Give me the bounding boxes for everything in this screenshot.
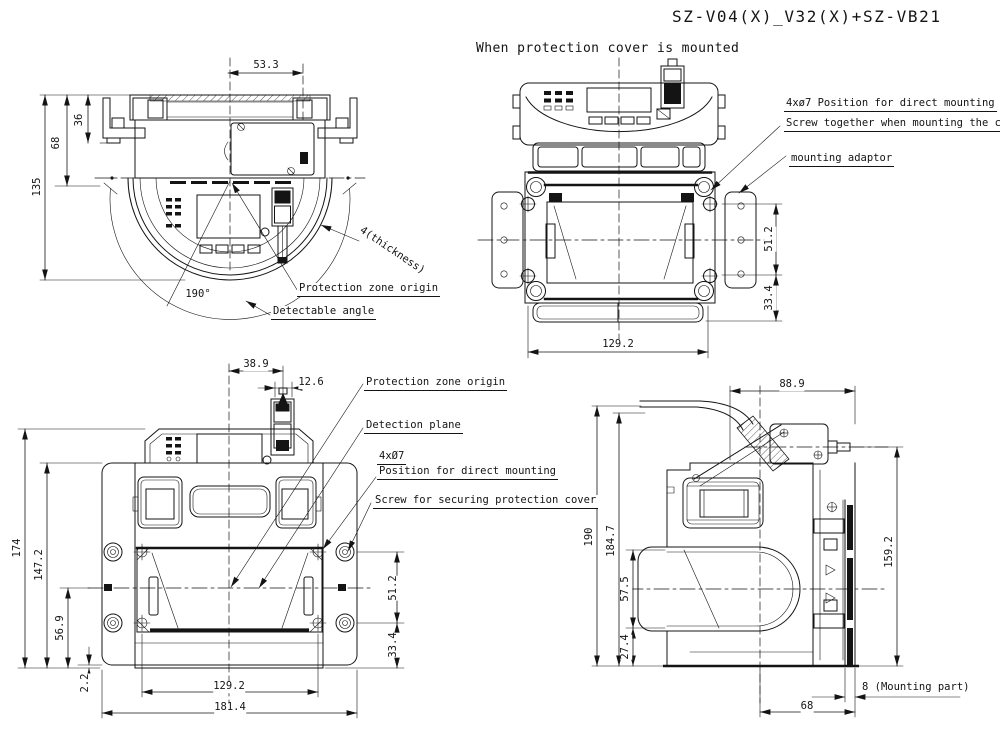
rear-view-dim-lower-height: 56.9 — [54, 615, 67, 641]
adaptor-plate — [101, 462, 358, 666]
rear-view-dim-plate-offset: 2.2 — [79, 673, 92, 693]
side-view-dim-total-height: 190 — [583, 527, 596, 547]
callout-direct-mounting-rear: Position for direct mounting — [377, 465, 559, 480]
rear-view-dimensions — [17, 365, 405, 719]
callout-hole-spec: 4xØ7 — [377, 450, 407, 465]
side-view-dim-body-height: 184.7 — [605, 525, 618, 557]
cable — [639, 400, 790, 487]
top-connector-plug — [660, 58, 685, 109]
top-view-dim-total-height: 135 — [31, 177, 44, 197]
rear-view-dim-total-height: 174 — [11, 538, 24, 558]
callout-direct-mounting-front: 4xø7 Position for direct mounting — [784, 97, 997, 112]
side-view-dim-bottom-offset: 27.4 — [619, 634, 632, 660]
callout-detection-plane: Detection plane — [364, 419, 463, 434]
adaptor-wing-left — [102, 97, 146, 144]
side-view-dimensions — [591, 385, 961, 718]
callout-protection-zone-origin-rear: Protection zone origin — [364, 376, 508, 391]
drawing-subtitle: When protection cover is mounted — [476, 41, 740, 56]
callout-mounting-adaptor: mounting adaptor — [789, 152, 895, 167]
front-view-dimensions — [527, 125, 787, 359]
protection-cover-dome — [127, 177, 333, 281]
rear-view-dim-connector-width: 12.6 — [298, 376, 324, 389]
rear-view-dim-hole-span-v: 51.2 — [387, 575, 400, 601]
adaptor-wing-right — [317, 97, 358, 144]
panel-buttons — [588, 116, 651, 125]
top-view — [39, 57, 366, 320]
led-indicators — [543, 91, 574, 111]
top-view-dim-mid-height: 68 — [50, 136, 63, 150]
front-view-dim-bottom-offset: 33.4 — [763, 285, 776, 311]
top-view-dim-detectable-angle: 190° — [185, 288, 211, 301]
rear-view-dim-origin-offset: 38.9 — [243, 358, 269, 371]
front-view-dim-hole-span-v: 51.2 — [763, 226, 776, 252]
front-view-with-cover — [477, 57, 787, 359]
front-view-dim-hole-span-h: 129.2 — [602, 338, 634, 351]
rear-view-dim-body-height: 147.2 — [33, 549, 46, 581]
detectable-angle-arc — [103, 176, 357, 320]
side-view-dim-window-height: 57.5 — [619, 576, 632, 602]
side-view — [591, 385, 961, 718]
side-view-dim-mount-height: 159.2 — [883, 536, 896, 568]
rear-connector-plug — [262, 387, 295, 465]
rear-lower-window — [133, 543, 327, 633]
side-view-dim-body-depth: 68 — [800, 700, 814, 713]
cover-screws — [103, 542, 355, 633]
top-view-dim-inner-height: 36 — [73, 113, 86, 127]
top-view-dimensions — [39, 70, 360, 316]
mounting-column — [812, 462, 856, 667]
callout-detectable-angle: Detectable angle — [271, 305, 377, 320]
rear-upper-blocks — [132, 476, 322, 529]
rear-view-dim-bottom-offset: 33.4 — [387, 632, 400, 658]
drawing-title: SZ-V04(X)_V32(X)+SZ-VB21 — [672, 7, 942, 26]
callout-screw-securing: Screw for securing protection cover — [373, 494, 599, 509]
side-body — [637, 462, 860, 668]
top-view-dim-top-width: 53.3 — [253, 59, 279, 72]
front-panel-in-dome — [166, 187, 294, 264]
rear-view — [17, 363, 405, 719]
rear-led-indicators — [166, 437, 181, 462]
callout-mounting-part: 8 (Mounting part) — [862, 681, 970, 694]
callout-protection-zone-origin-top: Protection zone origin — [297, 282, 441, 297]
callout-screw-together: Screw together when mounting the cover — [784, 117, 1000, 132]
scanner-body — [134, 462, 324, 669]
rear-view-dim-total-width: 181.4 — [214, 701, 246, 714]
side-view-dim-top-depth: 88.9 — [779, 378, 805, 391]
rear-view-dim-hole-span-h: 129.2 — [213, 680, 245, 693]
